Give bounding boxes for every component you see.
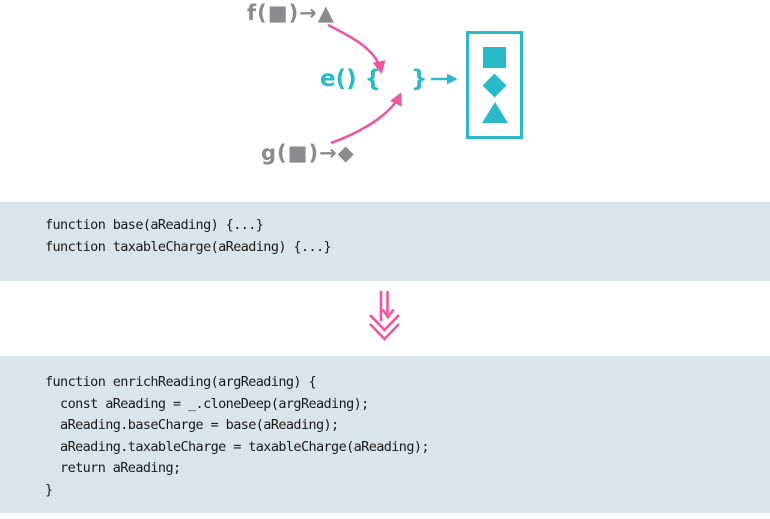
code-after-text: function enrichReading(argReading) { con…: [45, 374, 430, 498]
diamond-icon: [482, 72, 507, 98]
combined-function-close-brace: }: [411, 66, 428, 92]
square-icon: [483, 46, 506, 68]
output-record-box: [466, 31, 523, 139]
diagram-arrows: [327, 23, 458, 145]
curve-arrow-f-to-transform: [327, 23, 386, 75]
code-block-before: function base(aReading) {...} function t…: [0, 202, 770, 281]
transform-down-arrow-icon: [369, 291, 400, 341]
function-f-signature: f(■)→▲: [247, 1, 335, 25]
code-before-text: function base(aReading) {...} function t…: [45, 217, 332, 255]
curve-arrow-g-to-transform: [330, 92, 402, 145]
transform-diagram: f(■)→▲ g(■)→◆ e() { }: [0, 0, 770, 200]
triangle-icon: [481, 102, 508, 124]
function-g-signature: g(■)→◆: [261, 141, 355, 165]
combined-function-open-brace: e() {: [320, 66, 382, 92]
code-block-after: function enrichReading(argReading) { con…: [0, 356, 770, 513]
